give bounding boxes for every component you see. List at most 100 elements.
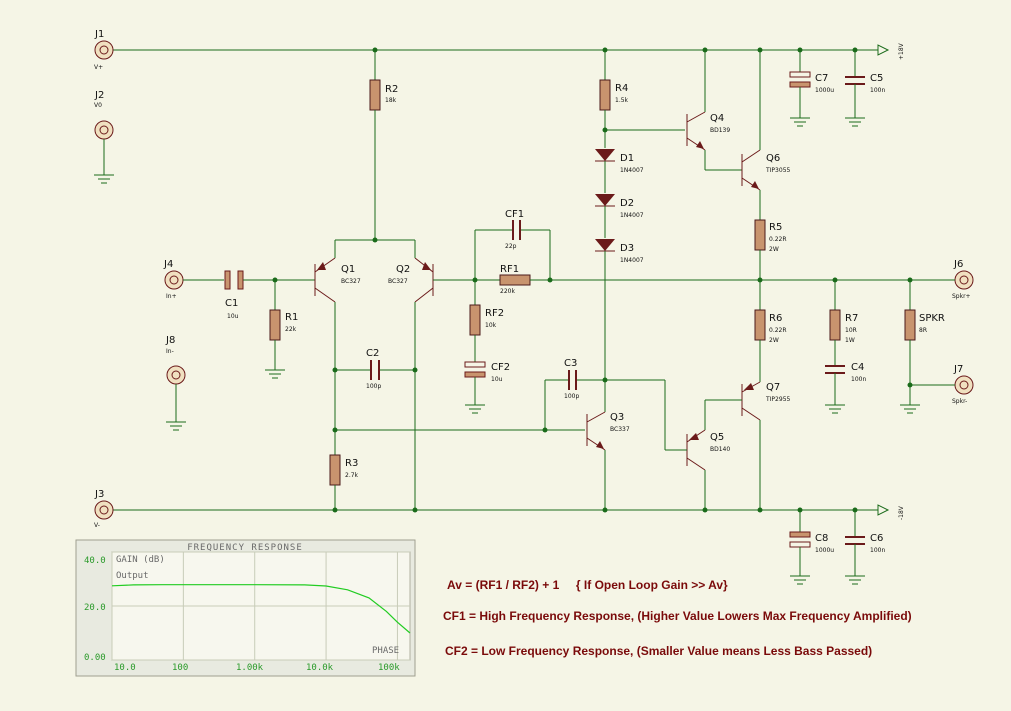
y-tick-0: 0.00 <box>84 653 106 663</box>
transistor-q6[interactable]: Q6 TIP3055 <box>741 149 791 191</box>
x-tick-0: 10.0 <box>114 663 136 673</box>
svg-text:100p: 100p <box>564 393 579 400</box>
connector-j1[interactable]: J1 V+ <box>94 29 114 71</box>
diode-d2[interactable]: D2 1N4007 <box>595 194 644 219</box>
svg-text:Spkr+: Spkr+ <box>952 293 971 300</box>
svg-text:C6: C6 <box>870 533 883 544</box>
svg-text:100n: 100n <box>851 376 866 383</box>
svg-text:10u: 10u <box>227 313 239 320</box>
note-cf1: CF1 = High Frequency Response, (Higher V… <box>443 609 912 623</box>
svg-text:2.7k: 2.7k <box>345 472 359 479</box>
diode-d1[interactable]: D1 1N4007 <box>595 149 644 174</box>
transistor-q5[interactable]: Q5 BD140 <box>686 429 730 471</box>
svg-text:2W: 2W <box>769 337 779 344</box>
svg-text:J1: J1 <box>94 29 104 40</box>
resistor-r3[interactable]: R3 2.7k <box>329 454 359 486</box>
svg-text:TIP3055: TIP3055 <box>765 167 791 174</box>
svg-text:22p: 22p <box>505 243 517 250</box>
svg-text:1000u: 1000u <box>815 87 834 94</box>
svg-text:D2: D2 <box>620 198 634 209</box>
svg-text:V+: V+ <box>94 64 103 71</box>
resistor-r4[interactable]: R4 1.5k <box>599 79 629 111</box>
svg-text:BC337: BC337 <box>610 426 630 433</box>
svg-text:Q1: Q1 <box>341 264 355 275</box>
negative-rail: -18V <box>113 504 905 520</box>
svg-text:100n: 100n <box>870 547 885 554</box>
svg-text:1N4007: 1N4007 <box>620 167 644 174</box>
svg-text:RF2: RF2 <box>485 308 504 319</box>
svg-text:C2: C2 <box>366 348 379 359</box>
graph-title: FREQUENCY RESPONSE <box>187 543 303 553</box>
svg-text:R6: R6 <box>769 313 782 324</box>
svg-text:D3: D3 <box>620 243 634 254</box>
capacitor-c1[interactable]: C1 10u <box>224 270 244 320</box>
svg-text:10k: 10k <box>485 322 497 329</box>
capacitor-c7[interactable]: C7 1000u <box>789 71 834 94</box>
capacitor-c6[interactable]: C6 100n <box>845 533 885 554</box>
svg-text:2W: 2W <box>769 246 779 253</box>
capacitor-c4[interactable]: C4 100n <box>825 362 866 383</box>
x-tick-2: 1.00k <box>236 663 264 673</box>
transistor-q2[interactable]: Q2 BC327 <box>388 257 434 303</box>
diode-d3[interactable]: D3 1N4007 <box>595 239 644 264</box>
svg-text:V-: V- <box>94 522 100 529</box>
connector-j3[interactable]: J3 V- <box>94 489 114 529</box>
svg-text:CF2: CF2 <box>491 362 510 373</box>
transistor-q3[interactable]: Q3 BC337 <box>586 411 630 451</box>
capacitor-cf1[interactable]: CF1 22p <box>505 209 524 250</box>
capacitor-c2[interactable]: C2 100p <box>366 348 381 390</box>
x-tick-4: 100k <box>378 663 400 673</box>
transistor-q7[interactable]: Q7 TIP2955 <box>741 381 791 421</box>
connector-j6[interactable]: J6 Spkr+ <box>952 259 974 300</box>
resistor-r2[interactable]: R2 18k <box>369 79 398 111</box>
positive-rail: +18V <box>113 42 905 60</box>
capacitor-cf2[interactable]: CF2 10u <box>464 361 510 383</box>
connector-j2[interactable]: J2 V0 <box>94 90 114 184</box>
x-tick-3: 10.0k <box>306 663 334 673</box>
connector-j7[interactable]: J7 Spkr- <box>952 364 974 405</box>
connector-j4[interactable]: J4 In+ <box>163 259 184 300</box>
svg-text:220k: 220k <box>500 288 515 295</box>
svg-text:100p: 100p <box>366 383 381 390</box>
svg-text:R7: R7 <box>845 313 858 324</box>
svg-text:1.5k: 1.5k <box>615 97 629 104</box>
capacitor-c5[interactable]: C5 100n <box>845 73 885 94</box>
svg-text:18k: 18k <box>385 97 397 104</box>
svg-text:Q3: Q3 <box>610 412 624 423</box>
transistor-q4[interactable]: Q4 BD139 <box>686 111 730 151</box>
resistor-spkr[interactable]: SPKR 8R <box>904 309 945 341</box>
svg-text:BD140: BD140 <box>710 446 730 453</box>
y-tick-20: 20.0 <box>84 603 106 613</box>
capacitor-c3[interactable]: C3 100p <box>564 358 579 400</box>
svg-text:J3: J3 <box>94 489 104 500</box>
capacitor-c8[interactable]: C8 1000u <box>789 531 834 554</box>
svg-text:R4: R4 <box>615 83 628 94</box>
transistor-q1[interactable]: Q1 BC327 <box>314 257 361 303</box>
resistor-rf2[interactable]: RF2 10k <box>469 304 504 336</box>
svg-text:Spkr-: Spkr- <box>952 398 967 405</box>
connector-j8[interactable]: J8 In- <box>165 335 186 431</box>
note-gain-formula: Av = (RF1 / RF2) + 1 { If Open Loop Gain… <box>447 578 728 592</box>
svg-text:C4: C4 <box>851 362 864 373</box>
svg-text:RF1: RF1 <box>500 264 519 275</box>
note-cf2: CF2 = Low Frequency Response, (Smaller V… <box>445 644 872 658</box>
svg-text:J2: J2 <box>94 90 104 101</box>
svg-text:Q2: Q2 <box>396 264 410 275</box>
resistor-r6[interactable]: R6 0.22R 2W <box>754 309 787 344</box>
phase-label: PHASE <box>372 646 399 656</box>
resistor-r5[interactable]: R5 0.22R 2W <box>754 219 787 253</box>
resistor-rf1[interactable]: RF1 220k <box>499 264 531 295</box>
svg-text:C7: C7 <box>815 73 828 84</box>
svg-text:SPKR: SPKR <box>919 313 945 324</box>
svg-text:CF1: CF1 <box>505 209 524 220</box>
svg-text:8R: 8R <box>919 327 927 334</box>
resistor-r7[interactable]: R7 10R 1W <box>829 309 858 344</box>
resistor-r1[interactable]: R1 22k <box>269 309 298 341</box>
svg-text:R3: R3 <box>345 458 358 469</box>
svg-text:1N4007: 1N4007 <box>620 257 644 264</box>
svg-text:J7: J7 <box>953 364 963 375</box>
frequency-response-graph[interactable]: FREQUENCY RESPONSE 40.0 20.0 0.00 GAIN (… <box>75 539 416 677</box>
x-tick-1: 100 <box>172 663 188 673</box>
